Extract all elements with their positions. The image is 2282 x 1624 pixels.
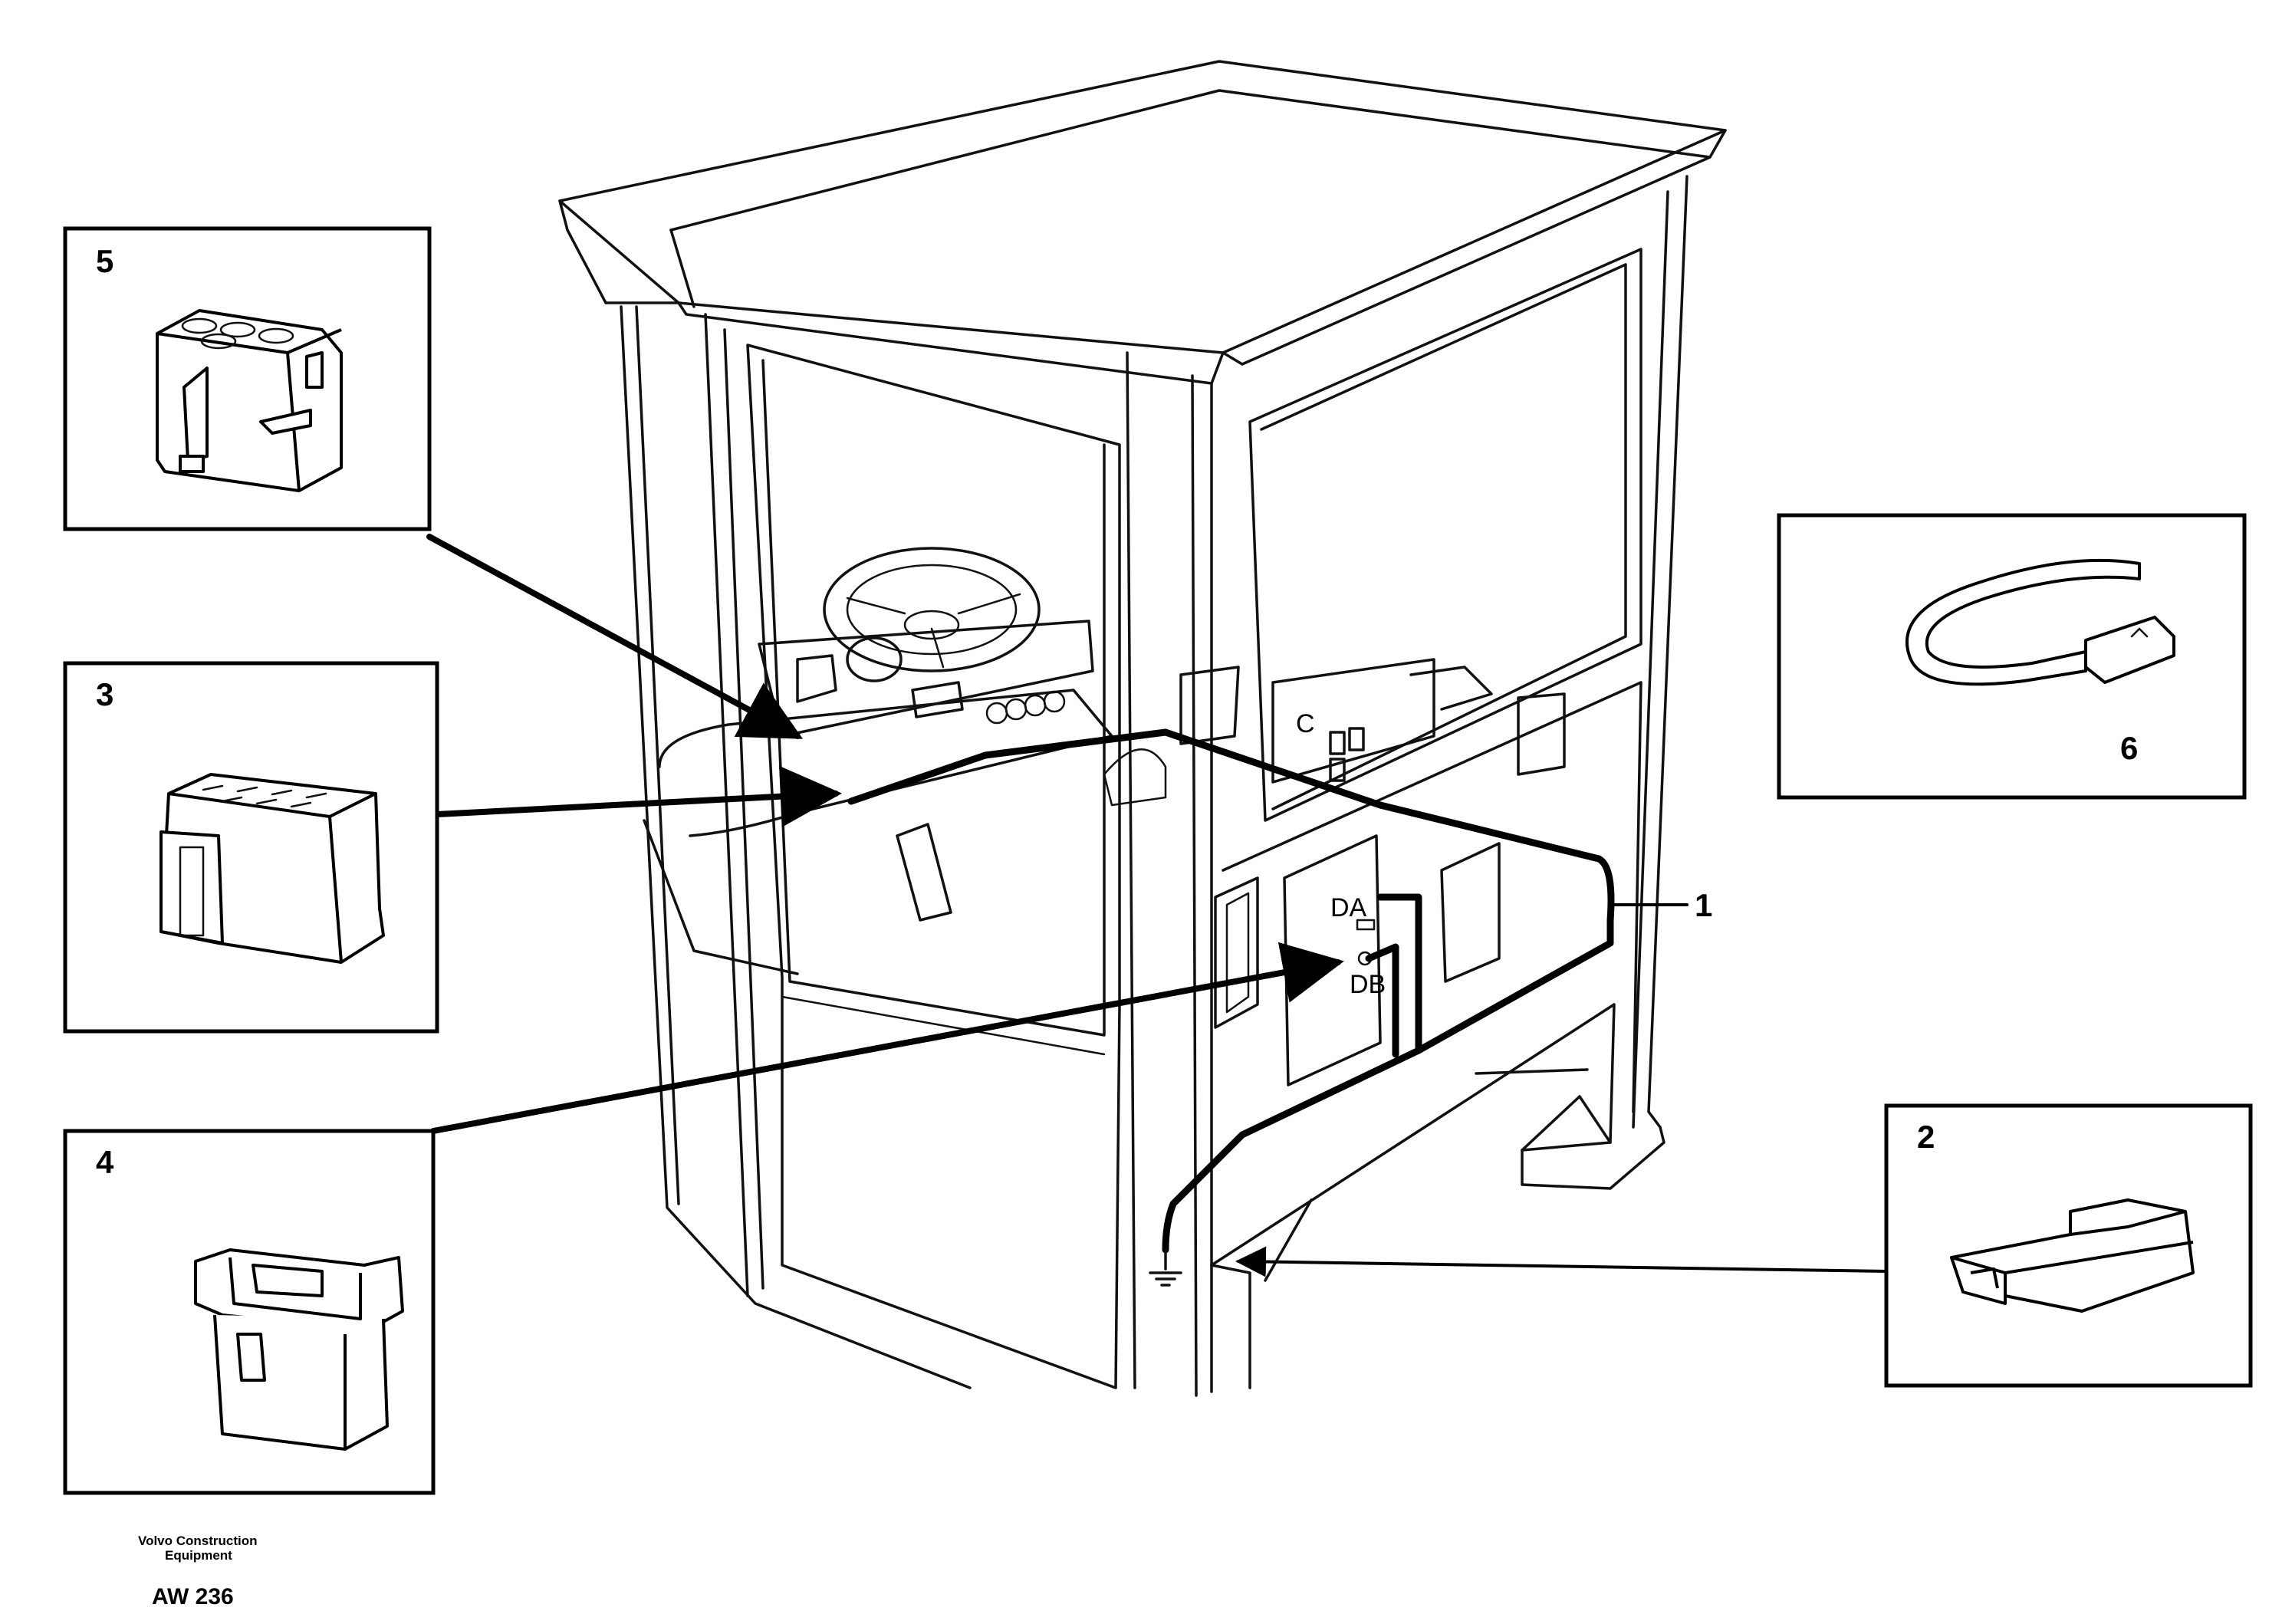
callout-box-3: 3 <box>63 661 439 1034</box>
cab-front-pillar <box>1126 351 1136 1389</box>
cab-right-window <box>1248 248 1642 822</box>
callout-box-5: 5 <box>63 226 432 531</box>
callout-box-4: 4 <box>63 1129 436 1495</box>
cab-roof <box>558 60 1727 354</box>
callout-box-2: 2 <box>1884 1103 2253 1388</box>
cab-left-wall <box>620 305 972 1389</box>
relay-connector-3-icon <box>159 773 385 964</box>
main-harness <box>847 728 1615 1254</box>
leader-item4 <box>430 942 1344 1134</box>
ground-symbol <box>1149 1248 1182 1287</box>
cab-base <box>1210 1003 1665 1267</box>
cab-illustration: C DA DB <box>558 60 1727 1397</box>
callout-number-5: 5 <box>96 243 113 279</box>
figure-code: AW 236 <box>152 1584 234 1609</box>
callout-number-3: 3 <box>96 676 113 712</box>
steering-wheel <box>823 547 1041 672</box>
leader-item2 <box>1235 1246 1888 1277</box>
company-name-line1: Volvo Construction <box>138 1534 258 1548</box>
leader-item5 <box>426 534 804 739</box>
leader-item3 <box>434 765 842 827</box>
company-name-line2: Equipment <box>165 1548 232 1563</box>
panel-label-da: DA <box>1330 893 1367 922</box>
callout-number-2: 2 <box>1917 1119 1935 1155</box>
callout-number-4: 4 <box>96 1144 114 1180</box>
panel-label-c: C <box>1296 709 1315 738</box>
callout-number-1: 1 <box>1695 887 1712 923</box>
callout-number-6: 6 <box>2120 730 2138 766</box>
relay-connector-5-icon <box>156 309 343 492</box>
cable-tie-6-icon <box>1905 558 2175 686</box>
panel-label-db: DB <box>1350 970 1386 999</box>
callout-box-6: 6 <box>1777 513 2247 800</box>
electrical-panel <box>1283 834 1382 1087</box>
relay-socket-4-icon <box>194 1248 404 1451</box>
connector-housing-2-icon <box>1950 1198 2195 1313</box>
